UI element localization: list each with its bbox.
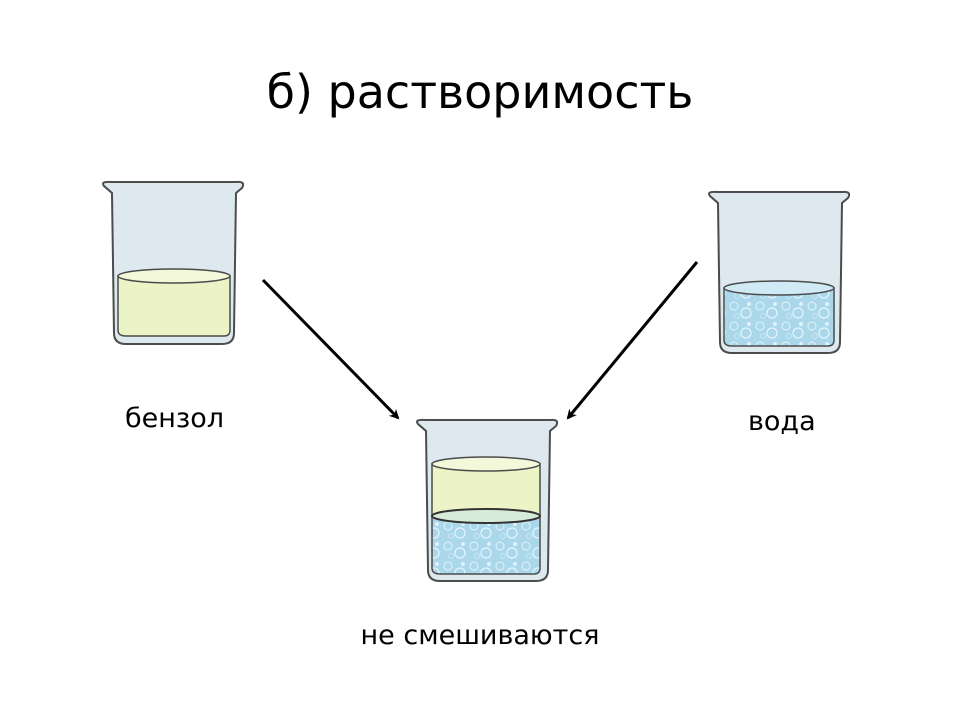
- beaker-water-icon: [708, 190, 851, 354]
- label-water: вода: [748, 406, 816, 437]
- title-prefix: б): [266, 65, 313, 119]
- page-title: б) растворимость: [0, 62, 960, 122]
- arrow-icon: [566, 261, 699, 420]
- beaker-benzene-icon: [102, 180, 245, 345]
- arrow-icon: [261, 278, 400, 420]
- label-result: не смешиваются: [360, 620, 600, 651]
- label-benzene: бензол: [125, 403, 225, 434]
- beaker-two-layers-icon: [416, 418, 559, 582]
- title-text: растворимость: [327, 65, 694, 119]
